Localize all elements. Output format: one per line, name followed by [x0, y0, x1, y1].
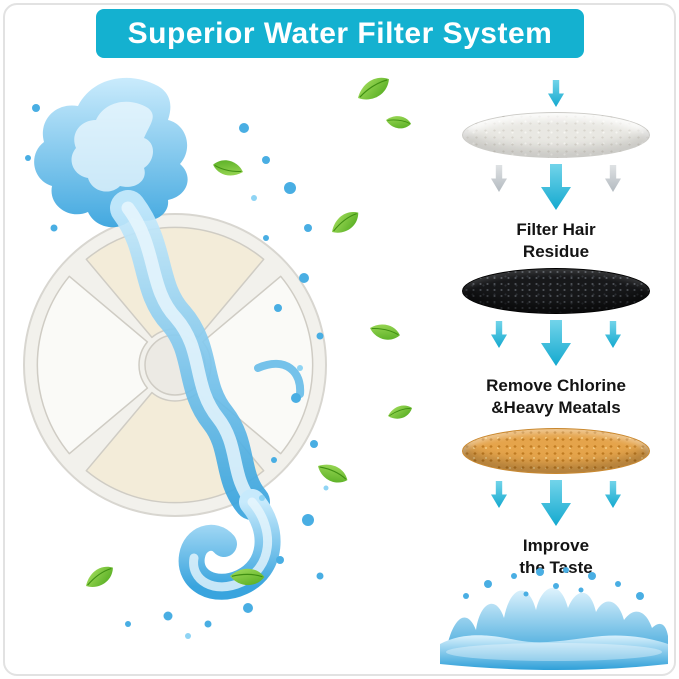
- down-arrow-icon: [491, 165, 507, 192]
- step-improve-taste: Improve the Taste: [440, 428, 672, 580]
- down-arrow-icon: [605, 321, 621, 348]
- step-label: Improve the Taste: [519, 536, 593, 578]
- step-remove-chlorine: Remove Chlorine &Heavy Meatals: [440, 268, 672, 420]
- water-splash-stream: [25, 77, 329, 639]
- water-splash-graphic: [23, 72, 415, 639]
- page-title: Superior Water Filter System: [127, 16, 553, 50]
- round-filter-disc: [23, 213, 327, 517]
- title-banner: Superior Water Filter System: [96, 9, 584, 58]
- step-label: Filter Hair Residue: [516, 220, 596, 262]
- down-arrow-icon: [491, 321, 507, 348]
- filter-illustration: [8, 68, 438, 668]
- down-arrow-icon: [541, 480, 571, 526]
- resin-layer-disc: [462, 428, 650, 474]
- carbon-layer-disc: [462, 268, 650, 314]
- down-arrow-icon: [541, 320, 571, 366]
- down-arrow-icon: [541, 164, 571, 210]
- cotton-layer-disc: [462, 112, 650, 158]
- water-splash-image: [436, 566, 672, 672]
- down-arrow-icon: [548, 80, 564, 107]
- down-arrow-icon: [605, 481, 621, 508]
- flow-arrows: [491, 320, 621, 368]
- flow-arrows: [491, 164, 621, 212]
- step-filter-hair: Filter Hair Residue: [440, 80, 672, 264]
- down-arrow-icon: [491, 481, 507, 508]
- flow-arrows: [491, 480, 621, 528]
- down-arrow-icon: [605, 165, 621, 192]
- step-label: Remove Chlorine &Heavy Meatals: [486, 376, 626, 418]
